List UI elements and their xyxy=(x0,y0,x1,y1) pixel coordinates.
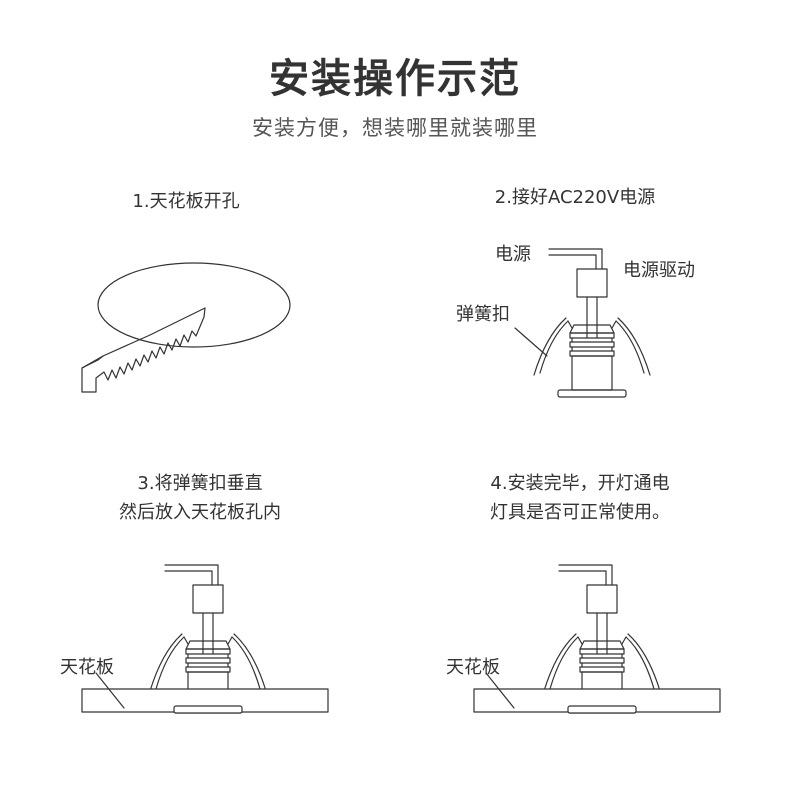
lamp-fixture-step2 xyxy=(533,248,651,398)
page-subtitle: 安装方便，想装哪里就装哪里 xyxy=(252,116,538,140)
ceiling-leader-line-step4 xyxy=(485,672,515,709)
step-3-caption-line1: 3.将弹簧扣垂直 xyxy=(137,473,263,494)
step-1-caption-line1: 1.天花板开孔 xyxy=(132,191,240,212)
spring-clip-leader-line xyxy=(514,327,548,357)
ceiling-leader-line-step3 xyxy=(95,672,125,709)
step-3-caption: 3.将弹簧扣垂直 然后放入天花板孔内 xyxy=(80,469,320,527)
step-4-caption: 4.安装完毕，开灯通电 灯具是否可正常使用。 xyxy=(460,469,700,527)
step-4-caption-line2: 灯具是否可正常使用。 xyxy=(490,502,670,523)
power-label: 电源 xyxy=(495,244,531,265)
step-2-diagram xyxy=(514,248,651,398)
saw-icon xyxy=(81,307,206,393)
step-2-caption-line1: 2.接好AC220V电源 xyxy=(494,187,656,208)
ceiling-label-step3: 天花板 xyxy=(60,657,114,678)
spring-clip-label: 弹簧扣 xyxy=(456,304,510,325)
step-2-caption: 2.接好AC220V电源 xyxy=(470,183,680,212)
step-1-diagram xyxy=(81,262,291,393)
driver-label: 电源驱动 xyxy=(623,260,695,281)
step-4-diagram xyxy=(473,564,721,714)
step-4-caption-line1: 4.安装完毕，开灯通电 xyxy=(490,473,670,494)
step-3-caption-line2: 然后放入天花板孔内 xyxy=(119,502,281,523)
page-title: 安装操作示范 xyxy=(269,56,521,102)
step-1-caption: 1.天花板开孔 xyxy=(86,187,286,216)
step-3-diagram xyxy=(81,564,329,714)
ceiling-hole-ellipse xyxy=(97,262,291,348)
